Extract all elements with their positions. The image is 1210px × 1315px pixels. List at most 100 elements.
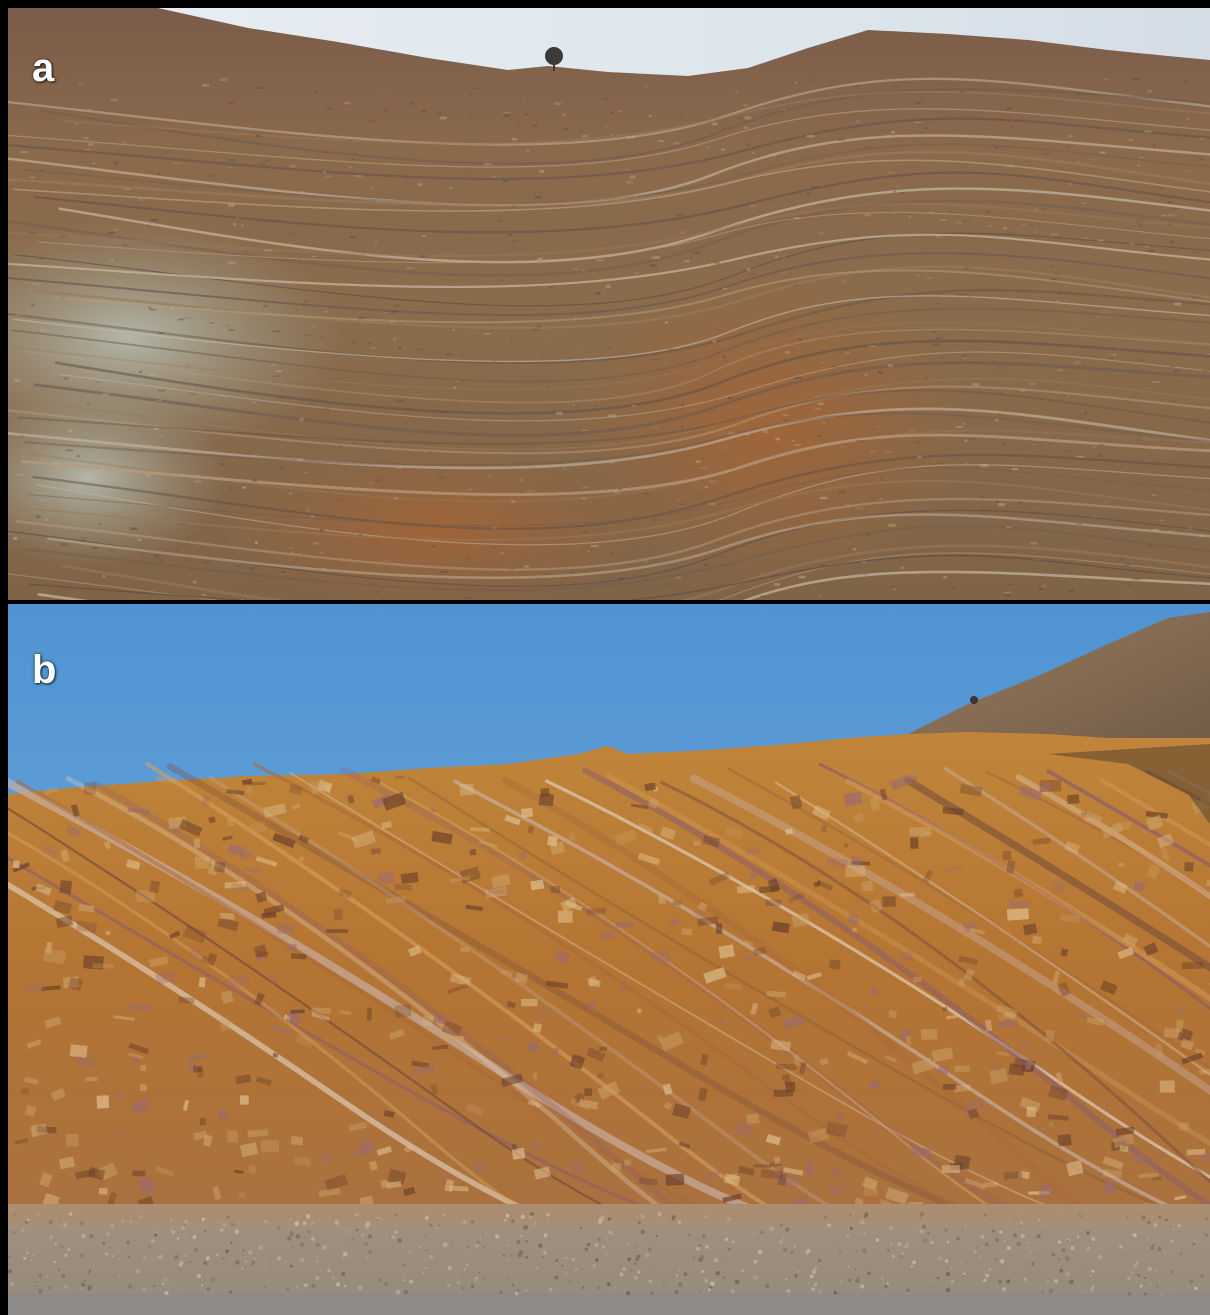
speckle [534, 196, 542, 199]
rock-block [996, 1050, 1011, 1057]
speckle [668, 418, 672, 420]
speckle [868, 345, 877, 347]
gravel-pebble [1070, 1246, 1075, 1250]
speckle [526, 489, 534, 493]
gravel-pebble [334, 1220, 340, 1226]
gravel-pebble [1004, 1271, 1006, 1273]
rock-block [760, 1169, 783, 1180]
speckle [346, 139, 353, 141]
gravel-pebble [26, 1218, 30, 1222]
rock-block [547, 835, 558, 847]
rock-block [337, 831, 359, 842]
speckle [1199, 535, 1205, 538]
rock-block [1100, 980, 1118, 995]
rock-block [586, 975, 599, 988]
rock-block [500, 1073, 524, 1087]
rock-block [770, 1039, 792, 1052]
speckle [1082, 237, 1089, 239]
rock-block [444, 1179, 455, 1193]
speckle [374, 241, 378, 244]
gravel-pebble [276, 1225, 281, 1230]
gravel-pebble [482, 1277, 486, 1280]
rock-block [773, 1089, 794, 1097]
speckle [228, 488, 231, 491]
gravel-pebble [1130, 1271, 1134, 1274]
bedding-band [453, 779, 1210, 1227]
speckle [288, 242, 292, 244]
rock-block [44, 1016, 62, 1029]
speckle [924, 127, 928, 129]
gravel-pebble [614, 1287, 616, 1289]
gravel-pebble [955, 1236, 961, 1241]
gravel-pebble [884, 1285, 888, 1288]
speckle [1206, 353, 1210, 355]
gravel-pebble [354, 1213, 359, 1217]
speckle [936, 462, 943, 464]
rock-block [1145, 810, 1168, 819]
speckle [667, 348, 673, 351]
speckle [1147, 544, 1154, 548]
rock-block [1163, 1027, 1182, 1039]
gravel-pebble [36, 1280, 38, 1282]
speckle [181, 188, 187, 190]
speckle [1139, 156, 1143, 159]
speckle [571, 321, 575, 323]
gravel-pebble [1153, 1223, 1158, 1228]
rock-block [359, 1140, 376, 1154]
rock-block [227, 819, 234, 826]
speckle [429, 450, 433, 454]
speckle [798, 338, 802, 341]
gravel-pebble [575, 1267, 578, 1271]
speckle [617, 155, 621, 159]
rock-block [1104, 1181, 1115, 1194]
rock-block [55, 915, 74, 929]
gravel-pebble [962, 1272, 966, 1276]
rock-block [657, 894, 667, 905]
gravel-pebble [640, 1213, 645, 1219]
speckle [782, 256, 786, 258]
rock-block [225, 1038, 234, 1043]
rock-block [1032, 837, 1051, 845]
rock-block [1066, 794, 1080, 805]
speckle [972, 383, 980, 386]
speckle [1100, 596, 1104, 598]
gravel-pebble [139, 1215, 143, 1218]
rock-block [74, 1168, 96, 1180]
rock-block [584, 1088, 593, 1097]
panel-label-a: a [32, 46, 55, 90]
speckle [287, 547, 294, 549]
speckle [1014, 120, 1017, 122]
speckle [744, 116, 752, 120]
rock-block [422, 1015, 434, 1027]
gravel-pebble [235, 1260, 240, 1265]
speckle [822, 421, 826, 425]
rock-block [623, 1158, 632, 1167]
speckle [1030, 542, 1037, 545]
speckle [395, 467, 402, 470]
speckle [1186, 117, 1190, 120]
rock-block [189, 1053, 207, 1061]
rock-block [230, 882, 250, 894]
rock-block [290, 1136, 304, 1146]
gravel-pebble [447, 1265, 452, 1270]
gravel-pebble [764, 1283, 770, 1289]
gravel-pebble [1192, 1242, 1196, 1246]
rock-block [785, 1081, 796, 1092]
gravel-pebble [790, 1250, 794, 1254]
speckle [16, 541, 23, 543]
gravel-pebble [1135, 1261, 1139, 1265]
gravel-pebble [403, 1247, 405, 1250]
speckle [444, 248, 452, 250]
gravel-pebble [724, 1237, 729, 1242]
rock-block [289, 1011, 298, 1024]
gravel-pebble [1040, 1231, 1042, 1233]
rock-block [39, 1172, 53, 1188]
gravel-pebble [627, 1257, 632, 1262]
gravel-pebble [125, 1240, 130, 1245]
speckle [227, 101, 234, 105]
rock-block [1175, 1019, 1184, 1033]
gravel-pebble [886, 1248, 890, 1252]
gravel-pebble [753, 1275, 758, 1280]
speckle [581, 497, 587, 500]
gravel-pebble [63, 1284, 69, 1290]
